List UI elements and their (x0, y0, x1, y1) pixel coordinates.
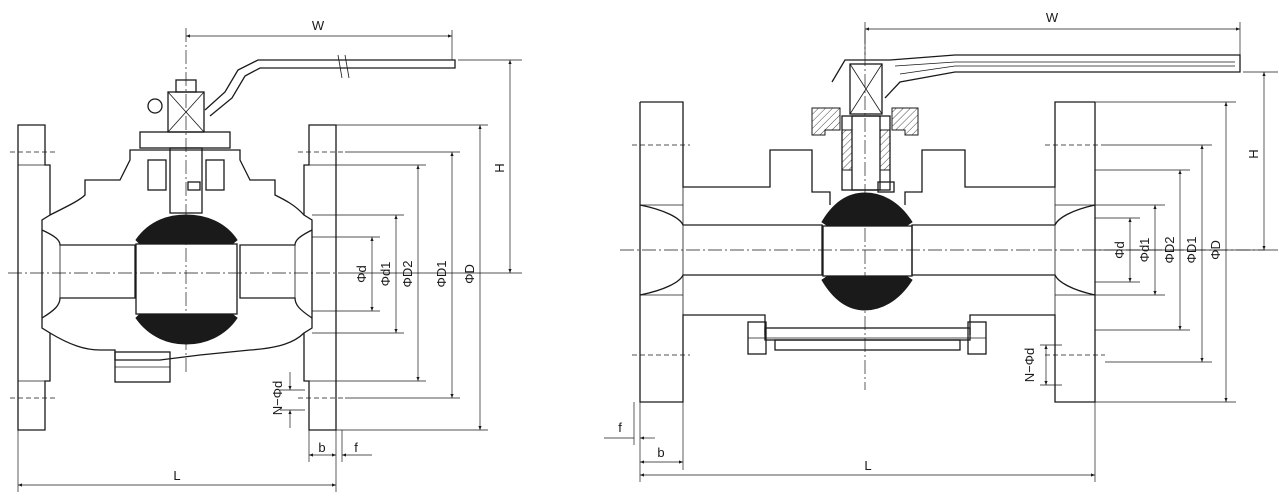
right-label-phi-D2: ΦD2 (1162, 237, 1177, 264)
right-label-L: L (864, 458, 871, 473)
left-valve-view: W H Φd Φd1 ΦD2 ΦD1 (8, 18, 522, 492)
left-outlet-flange (298, 124, 345, 431)
right-dim-W: W (864, 10, 1241, 55)
right-label-H: H (1246, 149, 1261, 158)
right-bottom-plate (747, 321, 987, 355)
left-label-N-phi-d: N−Φd (270, 381, 285, 416)
right-stem-assembly (811, 63, 919, 193)
left-label-phi-D: ΦD (462, 264, 477, 284)
left-label-phi-d1: Φd1 (378, 262, 393, 287)
left-label-phi-d: Φd (354, 265, 369, 283)
right-dim-H: H (1095, 71, 1278, 251)
left-label-f: f (354, 440, 358, 455)
left-valve-body (41, 149, 313, 361)
left-dim-H: H (350, 59, 522, 274)
right-label-phi-D1: ΦD1 (1184, 237, 1199, 264)
left-lever-handle (204, 54, 456, 117)
right-label-phi-D: ΦD (1208, 240, 1223, 260)
left-dim-W: W (186, 18, 453, 60)
right-label-W: W (1046, 10, 1059, 25)
right-dim-b-f: f b (604, 402, 684, 482)
left-dim-b-f: b f (308, 430, 372, 462)
right-label-phi-d: Φd (1112, 241, 1127, 259)
right-label-phi-d1: Φd1 (1137, 238, 1152, 263)
right-label-b: b (657, 445, 664, 460)
left-dim-N-phi-d: N−Φd (270, 372, 305, 428)
left-label-b: b (318, 440, 325, 455)
left-dim-diameters: Φd Φd1 ΦD2 ΦD1 ΦD (312, 124, 488, 431)
left-stem-assembly (114, 79, 231, 383)
left-label-W: W (312, 18, 325, 33)
left-dim-L: L (17, 430, 337, 492)
left-label-H: H (492, 163, 507, 172)
right-dim-N-phi-d: N−Φd (1022, 344, 1062, 386)
right-dim-diameters: Φd Φd1 ΦD2 ΦD1 ΦD (1095, 101, 1236, 403)
right-lever-handle (831, 54, 1241, 99)
right-dim-L: L (640, 402, 1096, 482)
left-label-phi-D2: ΦD2 (400, 261, 415, 288)
left-inlet-flange (10, 124, 55, 431)
left-label-phi-D1: ΦD1 (434, 261, 449, 288)
left-ball (135, 214, 238, 345)
left-label-L: L (173, 468, 180, 483)
right-valve-view: W H Φd Φd1 ΦD2 ΦD1 (604, 10, 1278, 482)
right-label-f: f (618, 420, 622, 435)
right-label-N-phi-d: N−Φd (1022, 348, 1037, 383)
right-inlet-flange (632, 101, 831, 403)
right-outlet-flange (904, 101, 1105, 403)
right-ball (821, 192, 913, 311)
